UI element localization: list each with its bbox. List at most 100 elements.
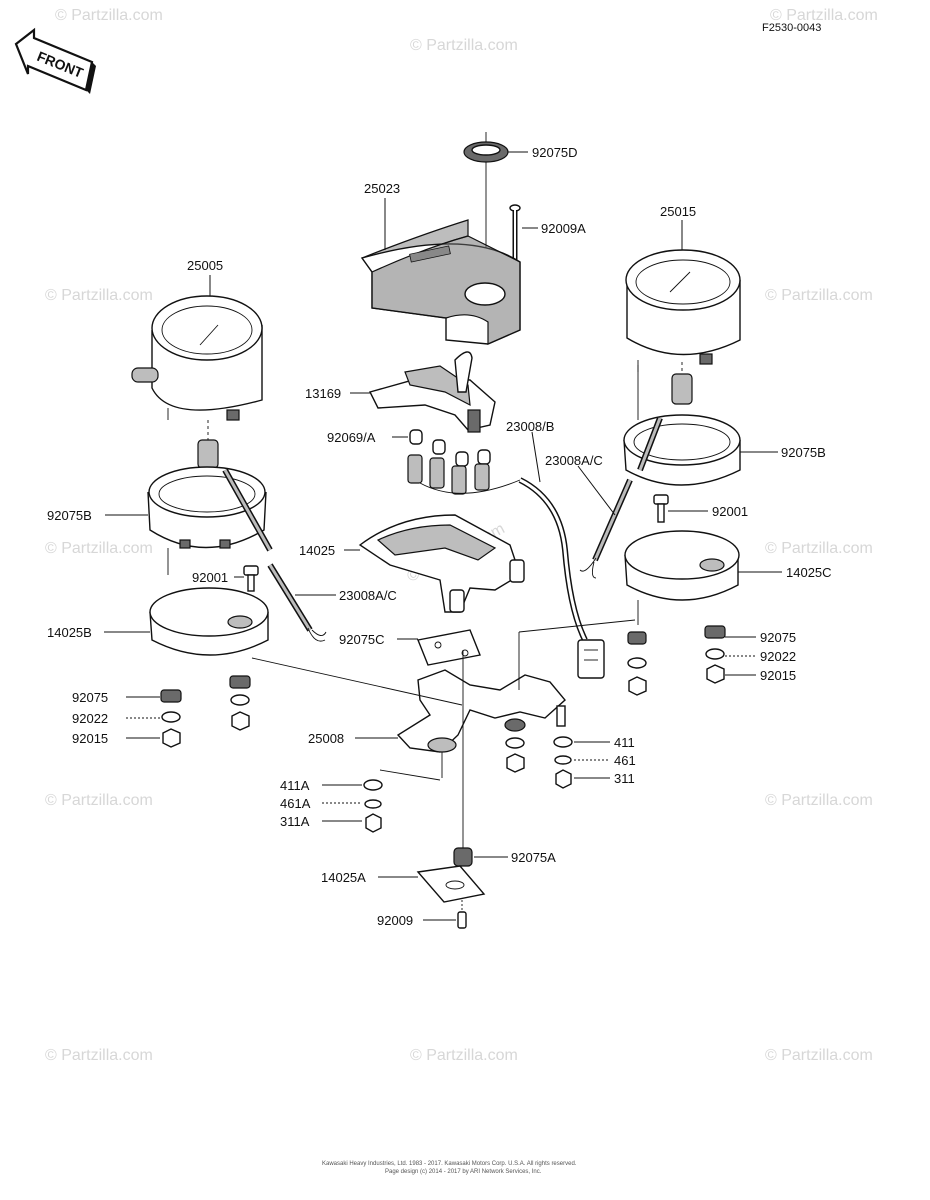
nut-stack-right — [627, 625, 726, 696]
watermark: © Partzilla.com — [765, 1047, 873, 1064]
wire-harness-23008B — [518, 477, 605, 679]
callout-92022-right: 92022 — [725, 649, 796, 664]
svg-text:92009: 92009 — [377, 913, 413, 928]
svg-text:23008A/C: 23008A/C — [545, 453, 603, 468]
wire-23008AC-left — [267, 563, 327, 642]
callout-92009: 92009 — [377, 913, 456, 928]
meter-case-92075B-left — [147, 420, 273, 552]
svg-text:92075C: 92075C — [339, 632, 385, 647]
svg-text:92022: 92022 — [760, 649, 796, 664]
callout-92022-left: 92022 — [72, 711, 160, 726]
callout-461: 461 — [574, 753, 636, 768]
callout-25005: 25005 — [187, 258, 223, 296]
lower-cover-14025B — [149, 587, 269, 656]
footer-copyright: Kawasaki Heavy Industries, Ltd. 1983 - 2… — [322, 1161, 577, 1167]
plate-92075C — [417, 629, 481, 666]
callout-92075A: 92075A — [474, 850, 556, 865]
svg-text:92075D: 92075D — [532, 145, 578, 160]
callout-92009A: 92009A — [522, 221, 586, 236]
svg-text:14025B: 14025B — [47, 625, 92, 640]
watermark: © Partzilla.com — [410, 37, 518, 54]
screw-92001-right — [653, 494, 669, 523]
callout-311A: 311A — [280, 814, 362, 829]
wire-23008AC-right — [579, 478, 633, 579]
callout-411A: 411A — [280, 778, 362, 793]
svg-text:92015: 92015 — [760, 668, 796, 683]
meter-25005 — [131, 295, 263, 421]
svg-text:92001: 92001 — [192, 570, 228, 585]
callout-92075C: 92075C — [339, 632, 418, 647]
svg-text:461A: 461A — [280, 796, 311, 811]
svg-text:92075B: 92075B — [781, 445, 826, 460]
watermark: © Partzilla.com — [765, 540, 873, 557]
callout-25008: 25008 — [308, 731, 398, 746]
grommet-92075D — [463, 132, 509, 290]
screw-92009 — [457, 900, 467, 929]
svg-text:14025: 14025 — [299, 543, 335, 558]
bracket-14025 — [358, 514, 525, 613]
svg-text:25005: 25005 — [187, 258, 223, 273]
watermark: © Partzilla.com — [770, 7, 878, 24]
callout-92069A: 92069/A — [327, 430, 408, 445]
callout-14025B: 14025B — [47, 625, 150, 640]
svg-text:461: 461 — [614, 753, 636, 768]
svg-text:25008: 25008 — [308, 731, 344, 746]
watermark: © Partzilla.com — [765, 287, 873, 304]
callout-92015-left: 92015 — [72, 731, 160, 746]
nut-stack-center — [363, 718, 573, 833]
bulb-sockets-92069A — [407, 429, 521, 495]
callout-92075B-left: 92075B — [47, 508, 148, 523]
footer-page-design: Page design (c) 2014 - 2017 by ARI Netwo… — [385, 1169, 542, 1175]
reference-lines — [167, 365, 639, 781]
svg-text:92069/A: 92069/A — [327, 430, 376, 445]
callout-411: 411 — [574, 735, 635, 750]
watermark: © Partzilla.com — [45, 1047, 153, 1064]
callout-23008AC-right: 23008A/C — [545, 453, 616, 516]
callout-92001-right: 92001 — [668, 504, 748, 519]
lower-cover-14025C — [624, 530, 740, 601]
watermark: © Partzilla.com — [410, 1047, 518, 1064]
svg-text:23008/B: 23008/B — [506, 419, 554, 434]
nut-stack-left — [160, 675, 251, 748]
callout-311: 311 — [574, 771, 635, 786]
callout-14025A: 14025A — [321, 870, 418, 885]
svg-text:25015: 25015 — [660, 204, 696, 219]
callout-461A: 461A — [280, 796, 362, 811]
front-arrow-icon: FRONT — [14, 27, 96, 94]
callout-92001-left: 92001 — [192, 570, 244, 585]
bracket-13169 — [368, 351, 496, 433]
meter-case-92075B-right — [623, 362, 741, 486]
callout-13169: 13169 — [305, 386, 370, 401]
bracket-25008 — [396, 669, 566, 778]
callout-14025C: 14025C — [738, 565, 832, 580]
svg-text:14025A: 14025A — [321, 870, 366, 885]
svg-text:411: 411 — [614, 735, 635, 750]
meter-cover-25023 — [360, 219, 521, 345]
svg-text:23008A/C: 23008A/C — [339, 588, 397, 603]
svg-text:92015: 92015 — [72, 731, 108, 746]
callout-92075D: 92075D — [508, 145, 578, 160]
svg-text:92075A: 92075A — [511, 850, 556, 865]
callout-23008B: 23008/B — [506, 419, 554, 483]
grommet-92075A — [453, 650, 473, 867]
meter-25015 — [625, 249, 741, 372]
callout-23008AC-left: 23008A/C — [295, 588, 397, 603]
callout-14025: 14025 — [299, 543, 360, 558]
svg-text:92075B: 92075B — [47, 508, 92, 523]
callout-25023: 25023 — [364, 181, 400, 250]
svg-text:13169: 13169 — [305, 386, 341, 401]
callout-92015-right: 92015 — [725, 668, 796, 683]
watermark: © Partzilla.com — [45, 540, 153, 557]
screw-92001-left — [243, 565, 259, 592]
callout-92075-right: 92075 — [725, 630, 796, 645]
svg-text:25023: 25023 — [364, 181, 400, 196]
callout-25015: 25015 — [660, 204, 696, 250]
svg-text:14025C: 14025C — [786, 565, 832, 580]
watermark: © Partzilla.com — [55, 7, 163, 24]
callout-92075-left: 92075 — [72, 690, 160, 705]
svg-text:411A: 411A — [280, 778, 310, 793]
watermark: © Partzilla.com — [45, 792, 153, 809]
svg-text:92009A: 92009A — [541, 221, 586, 236]
svg-text:92001: 92001 — [712, 504, 748, 519]
